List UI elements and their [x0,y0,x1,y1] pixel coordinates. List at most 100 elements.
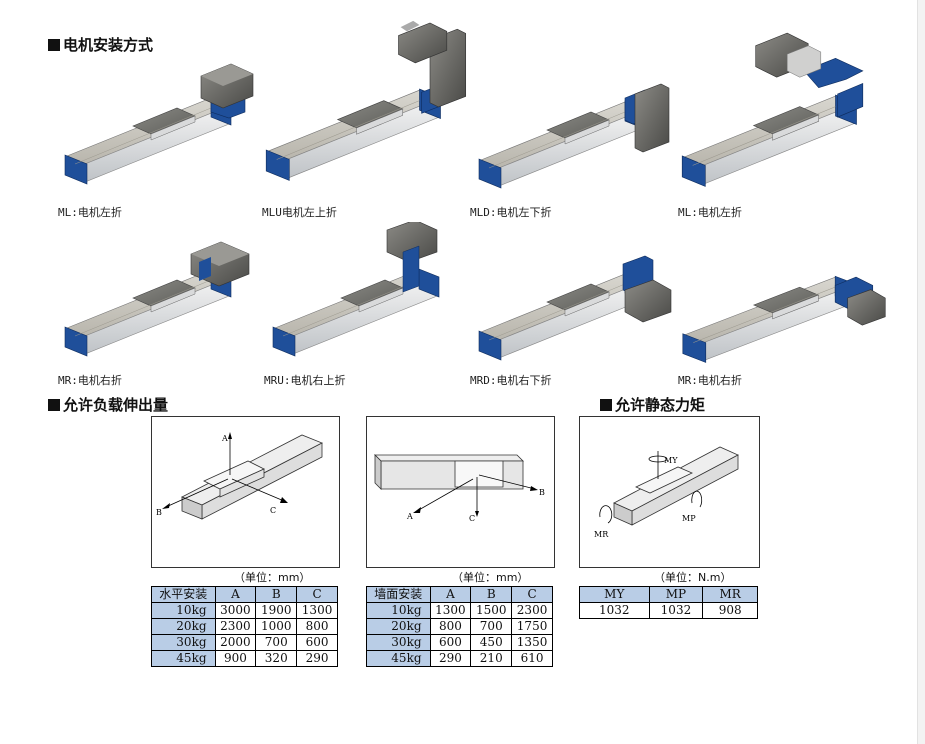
table-cell: 290 [296,650,338,667]
column-header: A [214,586,257,603]
table-cell: 800 [429,618,472,635]
table-cell: 3000 [214,602,257,619]
caption-mru: MRU:电机右上折 [264,374,346,387]
table-cell: 1032 [648,602,704,619]
moment-my-label: MY [664,456,678,465]
table-cell: 610 [511,650,553,667]
table-cell: 700 [470,618,513,635]
table-cell: 1500 [470,602,513,619]
table-row: 1032 1032 908 [579,602,758,619]
mounting-heading: 电机安装方式 [48,34,153,55]
row-header: 10kg [151,602,216,619]
horizontal-unit-label: （单位：mm） [234,571,311,584]
column-header: C [511,586,553,603]
column-header: MP [648,586,704,603]
row-header: 20kg [366,618,431,635]
wall-unit-label: （单位：mm） [452,571,529,584]
moment-mp-label: MP [682,514,696,523]
table-cell: 1000 [255,618,298,635]
table-cell: 1350 [511,634,553,651]
table-cell: 2300 [511,602,553,619]
axis-c-label: C [469,514,475,523]
column-header: 墙面安装 [366,586,431,603]
module-image-mrd [470,255,672,376]
mounting-heading-text: 电机安装方式 [63,36,154,54]
table-cell: 1300 [429,602,472,619]
horizontal-diagram-frame: A B C [151,416,340,568]
row-header: 45kg [151,650,216,667]
column-header: 水平安装 [151,586,216,603]
table-cell: 800 [296,618,338,635]
square-bullet-icon [48,399,60,411]
table-cell: 210 [470,650,513,667]
module-image-mr-2 [682,275,886,363]
overhang-heading-text: 允许负载伸出量 [63,396,169,414]
table-cell: 2300 [214,618,257,635]
table-row: 30kg 600 450 1350 [366,634,553,651]
table-cell: 320 [255,650,298,667]
table-row: 10kg 1300 1500 2300 [366,602,553,619]
column-header: C [296,586,338,603]
table-header-row: MY MP MR [579,586,758,603]
table-row: 10kg 3000 1900 1300 [151,602,338,619]
caption-ml-2: ML:电机左折 [678,206,742,219]
table-row: 45kg 290 210 610 [366,650,553,667]
wall-overhang-table: 墙面安装 A B C 10kg 1300 1500 2300 20kg 800 … [366,586,553,667]
wall-diagram: A B C [374,454,545,523]
table-header-row: 水平安装 A B C [151,586,338,603]
module-image-mru [272,222,440,357]
table-cell: 600 [429,634,472,651]
axis-c-label: C [270,506,276,515]
square-bullet-icon [48,39,60,51]
table-header-row: 墙面安装 A B C [366,586,553,603]
square-bullet-icon [600,399,612,411]
table-cell: 1300 [296,602,338,619]
axis-b-label: B [156,508,162,517]
row-header: 30kg [151,634,216,651]
caption-mlu: MLU电机左上折 [262,206,337,219]
table-cell: 908 [702,602,758,619]
axis-a-label: A [221,434,228,443]
column-header: MR [702,586,758,603]
axis-a-label: A [406,512,413,521]
moment-mr-label: MR [594,530,609,539]
moment-diagram-frame: MY MP MR [579,416,760,568]
table-cell: 2000 [214,634,257,651]
static-heading-text: 允许静态力矩 [615,396,706,414]
table-cell: 450 [470,634,513,651]
module-image-ml-2 [681,32,864,187]
static-heading: 允许静态力矩 [600,394,705,415]
table-row: 20kg 2300 1000 800 [151,618,338,635]
row-header: 10kg [366,602,431,619]
caption-mld: MLD:电机左下折 [470,206,552,219]
table-row: 30kg 2000 700 600 [151,634,338,651]
axis-b-label: B [539,488,545,497]
table-cell: 1032 [579,602,650,619]
static-unit-label: （单位：N.m） [654,571,732,584]
wall-diagram-frame: A B C [366,416,555,568]
table-cell: 700 [255,634,298,651]
horizontal-overhang-table: 水平安装 A B C 10kg 3000 1900 1300 20kg 2300… [151,586,338,667]
table-row: 45kg 900 320 290 [151,650,338,667]
column-header: B [255,586,298,603]
column-header: B [470,586,513,603]
table-cell: 1900 [255,602,298,619]
column-header: A [429,586,472,603]
caption-mr: MR:电机右折 [58,374,122,387]
module-image-mld [470,83,670,204]
row-header: 20kg [151,618,216,635]
moment-diagram: MY MP MR [594,446,739,539]
caption-ml: ML:电机左折 [58,206,122,219]
module-image-mr [56,241,250,372]
table-cell: 1750 [511,618,553,635]
row-header: 30kg [366,634,431,651]
caption-mrd: MRD:电机右下折 [470,374,552,387]
caption-mr-2: MR:电机右折 [678,374,742,387]
table-row: 20kg 800 700 1750 [366,618,553,635]
module-image-mlu [265,20,467,181]
table-cell: 900 [214,650,257,667]
row-header: 45kg [366,650,431,667]
horizontal-diagram: A B C [156,432,323,520]
module-image-ml [56,63,254,200]
